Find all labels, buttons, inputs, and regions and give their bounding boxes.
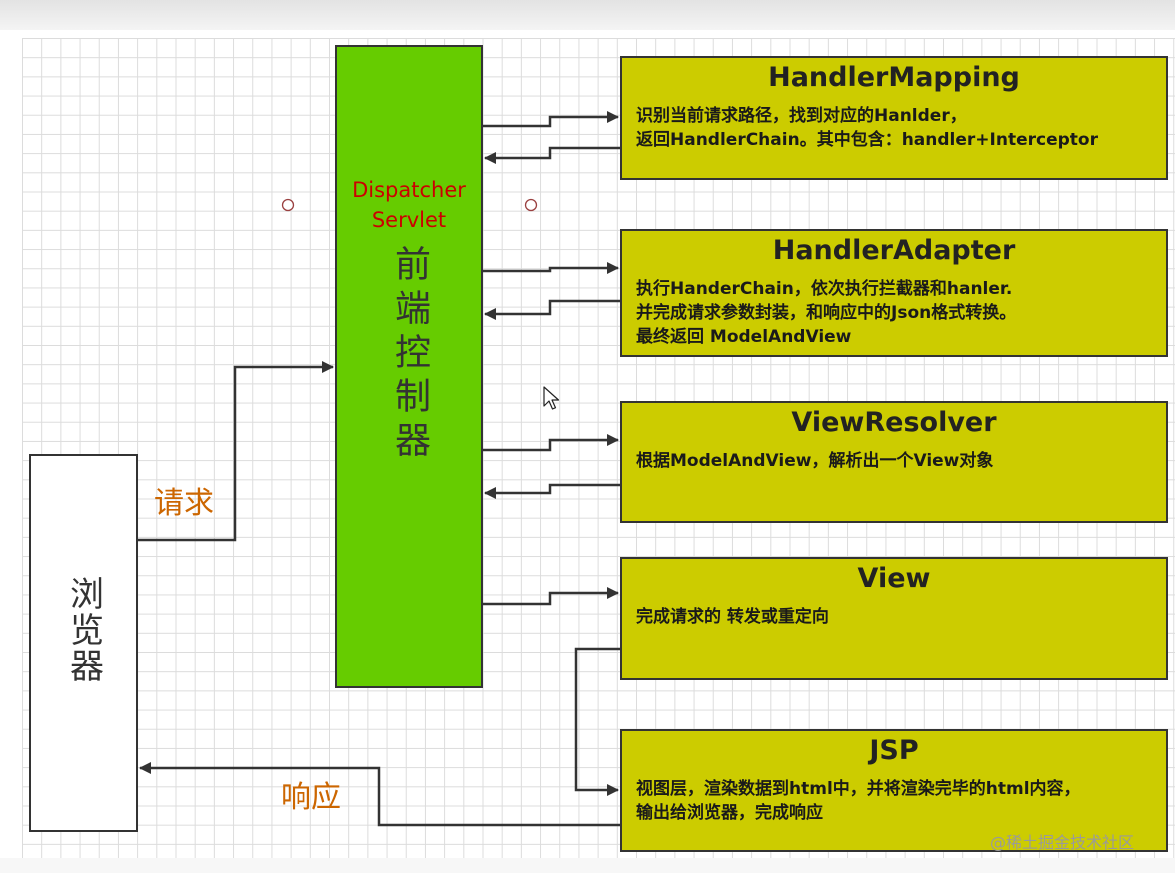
handlermapping-node: HandlerMapping 识别当前请求路径，找到对应的Hanlder， 返回… xyxy=(620,56,1168,180)
component-description: 完成请求的 转发或重定向 xyxy=(636,607,829,627)
handleradapter-node: HandlerAdapter 执行HanderChain，依次执行拦截器和han… xyxy=(620,229,1168,357)
component-title: HandlerAdapter xyxy=(772,235,1016,266)
component-description: 识别当前请求路径，找到对应的Hanlder， 返回HandlerChain。其中… xyxy=(636,106,1098,150)
view-node: View 完成请求的 转发或重定向 xyxy=(620,557,1168,680)
dispatcher-servlet-label: Dispatcher Servlet xyxy=(352,178,466,232)
dispatcher-servlet-node: Dispatcher Servlet 前端控制器 xyxy=(335,45,483,688)
component-title: JSP xyxy=(869,735,919,766)
window-top-bar xyxy=(0,0,1175,30)
front-controller-label: 前端控制器 xyxy=(389,245,430,465)
component-description: 根据ModelAndView，解析出一个View对象 xyxy=(636,451,994,471)
component-title: ViewResolver xyxy=(791,407,997,438)
component-title: HandlerMapping xyxy=(768,62,1020,93)
response-label: 响应 xyxy=(281,780,341,815)
browser-label: 浏览器 xyxy=(63,576,104,684)
component-description: 视图层，渲染数据到html中，并将渲染完毕的html内容， 输出给浏览器，完成响… xyxy=(636,779,1081,823)
jsp-node: JSP 视图层，渲染数据到html中，并将渲染完毕的html内容， 输出给浏览器… xyxy=(620,729,1168,852)
bottom-strip xyxy=(0,858,1175,873)
mouse-cursor-icon xyxy=(543,386,560,410)
component-description: 执行HanderChain，依次执行拦截器和hanler. 并完成请求参数封装，… xyxy=(636,279,1017,347)
browser-node: 浏览器 xyxy=(29,454,138,832)
component-title: View xyxy=(857,563,931,594)
request-label: 请求 xyxy=(154,486,214,521)
viewresolver-node: ViewResolver 根据ModelAndView，解析出一个View对象 xyxy=(620,401,1168,523)
watermark-text: @稀土掘金技术社区 xyxy=(990,833,1135,852)
